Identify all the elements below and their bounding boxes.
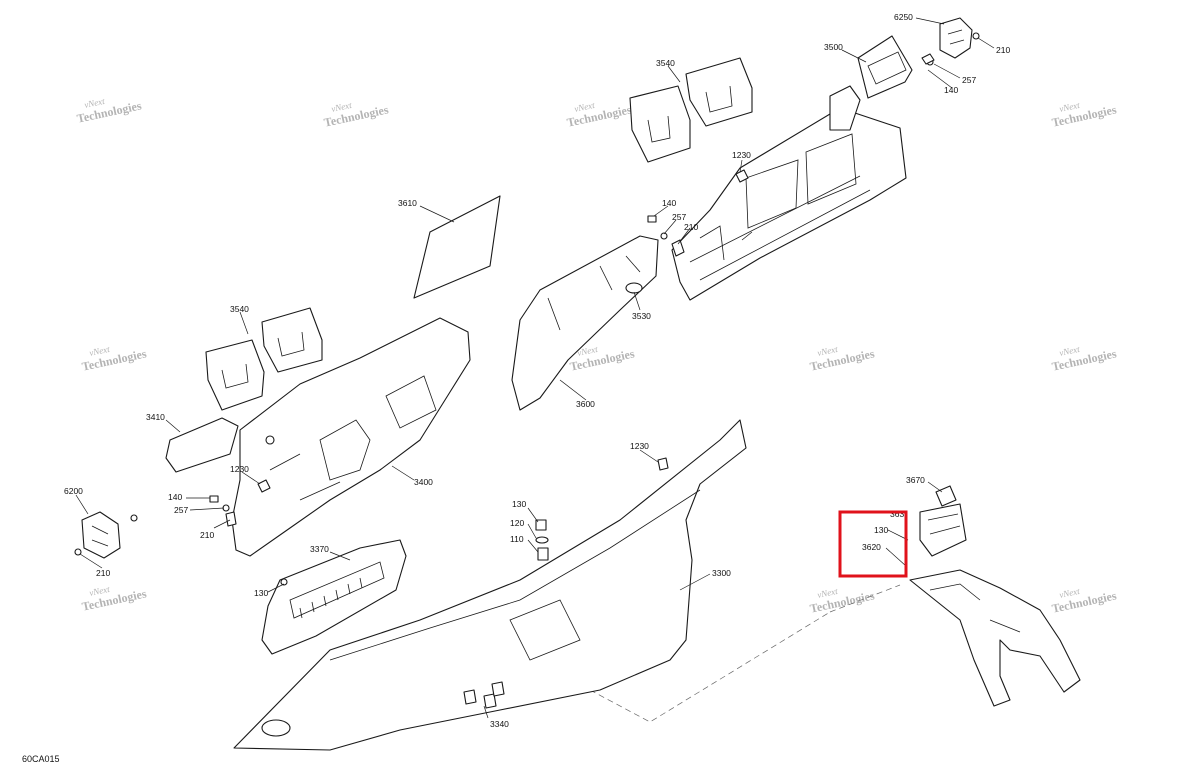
part-3600-panel bbox=[511, 235, 659, 411]
svg-text:vNext: vNext bbox=[1058, 100, 1081, 114]
svg-text:vNext: vNext bbox=[330, 100, 353, 114]
highlighted-callout-box bbox=[838, 510, 908, 578]
part-labels: 6250 210 257 140 3500 3540 1230 140 257 … bbox=[64, 12, 1010, 729]
label-140: 140 bbox=[168, 492, 182, 502]
label-3300: 3300 bbox=[712, 568, 731, 578]
assembly-line bbox=[829, 584, 901, 613]
part-3610-panel bbox=[413, 195, 501, 299]
label-1230: 1230 bbox=[732, 150, 751, 160]
label-3540: 3540 bbox=[230, 304, 249, 314]
label-3670: 3670 bbox=[906, 475, 925, 485]
part-3670-bracket bbox=[919, 485, 967, 557]
part-3620-frame bbox=[909, 569, 1081, 707]
watermark: vNext Technologies bbox=[809, 344, 876, 374]
svg-text:vNext: vNext bbox=[88, 584, 111, 598]
label-1230: 1230 bbox=[630, 441, 649, 451]
svg-text:vNext: vNext bbox=[816, 344, 839, 358]
fastener-1230-left bbox=[257, 479, 271, 493]
watermark: vNext Technologies bbox=[566, 100, 633, 130]
label-257: 257 bbox=[672, 212, 686, 222]
label-3400: 3400 bbox=[414, 477, 433, 487]
label-130: 130 bbox=[512, 499, 526, 509]
label-210: 210 bbox=[96, 568, 110, 578]
label-3370: 3370 bbox=[310, 544, 329, 554]
watermark: vNext Technologies bbox=[81, 344, 148, 374]
clips-3340 bbox=[463, 681, 505, 709]
fastener-1230-upper bbox=[735, 169, 749, 183]
part-3500-console bbox=[671, 35, 913, 301]
hardware-140-257-210-left bbox=[130, 495, 237, 527]
label-210: 210 bbox=[684, 222, 698, 232]
label-3600: 3600 bbox=[576, 399, 595, 409]
part-3540-left bbox=[205, 307, 323, 411]
label-3630: 363 bbox=[890, 509, 904, 519]
watermark: vNext Technologies bbox=[1051, 100, 1118, 130]
part-6200-bracket bbox=[74, 511, 121, 559]
svg-text:vNext: vNext bbox=[88, 344, 111, 358]
part-3370-grille bbox=[261, 539, 407, 655]
label-3530: 3530 bbox=[632, 311, 651, 321]
part-6250-bracket bbox=[921, 17, 980, 66]
watermark: vNext Technologies bbox=[81, 584, 148, 614]
watermark: vNext Technologies bbox=[1051, 586, 1118, 616]
label-130: 130 bbox=[874, 525, 888, 535]
watermark: vNext Technologies bbox=[1051, 344, 1118, 374]
hardware-130-120-110 bbox=[535, 457, 669, 561]
assembly-line bbox=[589, 611, 831, 723]
label-210: 210 bbox=[200, 530, 214, 540]
label-257: 257 bbox=[962, 75, 976, 85]
label-3620: 3620 bbox=[862, 542, 881, 552]
label-257: 257 bbox=[174, 505, 188, 515]
label-3340: 3340 bbox=[490, 719, 509, 729]
part-3410 bbox=[165, 417, 239, 473]
label-140: 140 bbox=[944, 85, 958, 95]
label-130: 130 bbox=[254, 588, 268, 598]
leader-lines bbox=[75, 17, 995, 719]
label-3410: 3410 bbox=[146, 412, 165, 422]
svg-text:vNext: vNext bbox=[573, 100, 596, 114]
label-6200: 6200 bbox=[64, 486, 83, 496]
svg-text:vNext: vNext bbox=[1058, 586, 1081, 600]
label-3610: 3610 bbox=[398, 198, 417, 208]
svg-text:vNext: vNext bbox=[576, 344, 599, 358]
watermark: vNext Technologies bbox=[76, 96, 143, 126]
label-6250: 6250 bbox=[894, 12, 913, 22]
label-110: 110 bbox=[510, 534, 524, 544]
svg-text:vNext: vNext bbox=[1058, 344, 1081, 358]
label-1230: 1230 bbox=[230, 464, 249, 474]
hardware-140-257-210-upper bbox=[647, 215, 685, 257]
watermark: vNext Technologies bbox=[323, 100, 390, 130]
label-3540: 3540 bbox=[656, 58, 675, 68]
label-210: 210 bbox=[996, 45, 1010, 55]
label-120: 120 bbox=[510, 518, 524, 528]
figure-id: 60CA015 bbox=[22, 754, 60, 764]
label-140: 140 bbox=[662, 198, 676, 208]
svg-text:vNext: vNext bbox=[816, 586, 839, 600]
part-3300-floor bbox=[233, 419, 747, 751]
part-3400-panel bbox=[231, 317, 471, 557]
svg-text:vNext: vNext bbox=[83, 96, 106, 110]
label-3500: 3500 bbox=[824, 42, 843, 52]
part-3540-upper bbox=[629, 57, 753, 163]
watermark: vNext Technologies bbox=[809, 586, 876, 616]
